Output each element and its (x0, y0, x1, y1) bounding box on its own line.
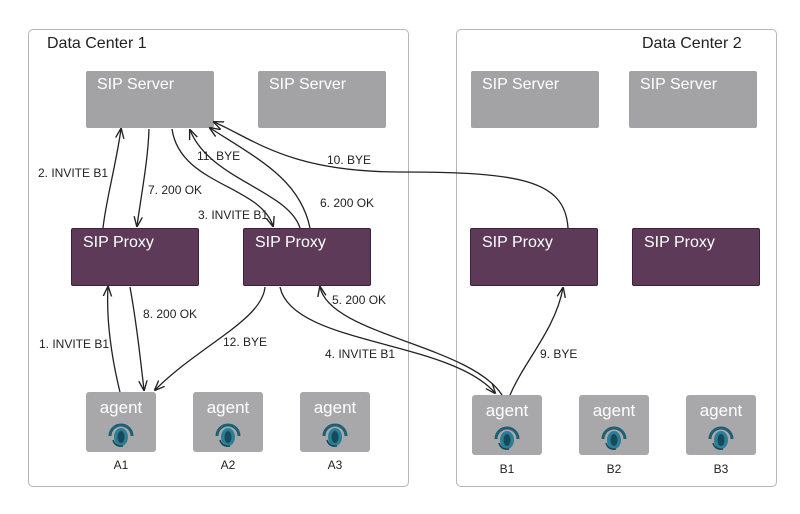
label-4-invite: 4. INVITE B1 (325, 347, 396, 361)
agent-b2: agent (579, 395, 649, 455)
sip-server-dc1-a: SIP Server (86, 71, 214, 128)
sip-proxy-dc1-b: SIP Proxy (243, 228, 371, 286)
label-10-bye: 10. BYE (327, 153, 372, 167)
arrow-6-ok (210, 128, 311, 229)
agent-label: agent (592, 401, 636, 420)
sip-proxy-label: SIP Proxy (255, 234, 326, 251)
arrow-2-invite (102, 129, 121, 229)
agent-label: agent (699, 401, 743, 420)
headset-icon (494, 426, 520, 450)
sip-server-label: SIP Server (482, 76, 560, 93)
arrow-12-bye (155, 286, 266, 390)
sip-server-dc2-b: SIP Server (629, 71, 757, 128)
label-6-ok: 6. 200 OK (320, 196, 375, 210)
sip-proxy-dc1-a: SIP Proxy (71, 228, 199, 286)
label-3-invite: 3. INVITE B1 (198, 208, 269, 222)
arrow-10-bye (214, 122, 569, 229)
agent-label: agent (313, 398, 357, 417)
arrow-4-invite (279, 286, 495, 393)
headset-icon (322, 423, 348, 447)
label-9-bye: 9. BYE (540, 347, 578, 361)
agent-id-b1: B1 (499, 462, 515, 476)
arrow-3-invite (171, 128, 273, 226)
sip-server-dc1-b: SIP Server (258, 71, 386, 128)
sip-proxy-label: SIP Proxy (83, 234, 154, 251)
agent-label: agent (99, 398, 143, 417)
sip-server-label: SIP Server (640, 76, 718, 93)
agent-id-a3: A3 (327, 458, 343, 472)
arrow-1-invite (108, 287, 121, 393)
agent-id-a1: A1 (113, 458, 129, 472)
headset-icon (601, 426, 627, 450)
label-11-bye: 11. BYE (197, 149, 241, 163)
label-7-ok: 7. 200 OK (148, 183, 203, 197)
label-1-invite: 1. INVITE B1 (39, 337, 110, 351)
arrow-11-bye (190, 130, 301, 229)
agent-b1: agent (472, 395, 542, 455)
sip-server-label: SIP Server (269, 76, 347, 93)
label-12-bye: 12. BYE (223, 335, 268, 349)
headset-icon (215, 423, 241, 447)
arrow-8-ok (129, 286, 144, 390)
label-5-ok: 5. 200 OK (332, 293, 387, 307)
label-8-ok: 8. 200 OK (143, 307, 198, 321)
arrow-9-bye (509, 288, 563, 396)
sip-proxy-dc2-b: SIP Proxy (632, 228, 760, 286)
agent-id-a2: A2 (220, 458, 236, 472)
sip-proxy-label: SIP Proxy (644, 234, 715, 251)
agent-id-b3: B3 (713, 462, 729, 476)
agent-b3: agent (686, 395, 756, 455)
agent-a2: agent (193, 392, 263, 452)
datacenter-1-title: Data Center 1 (47, 35, 147, 52)
agent-a1: agent (86, 392, 156, 452)
headset-icon (708, 426, 734, 450)
agent-label: agent (206, 398, 250, 417)
sip-server-label: SIP Server (97, 76, 175, 93)
arrow-7-ok (137, 128, 150, 226)
agent-a3: agent (300, 392, 370, 452)
agent-id-b2: B2 (606, 462, 622, 476)
sip-proxy-label: SIP Proxy (482, 234, 553, 251)
agent-label: agent (485, 401, 529, 420)
arrow-5-ok (320, 287, 503, 396)
sip-server-dc2-a: SIP Server (471, 71, 599, 128)
label-2-invite: 2. INVITE B1 (38, 166, 109, 180)
headset-icon (108, 423, 134, 447)
datacenter-2-title: Data Center 2 (642, 35, 742, 52)
sip-proxy-dc2-a: SIP Proxy (470, 228, 598, 286)
